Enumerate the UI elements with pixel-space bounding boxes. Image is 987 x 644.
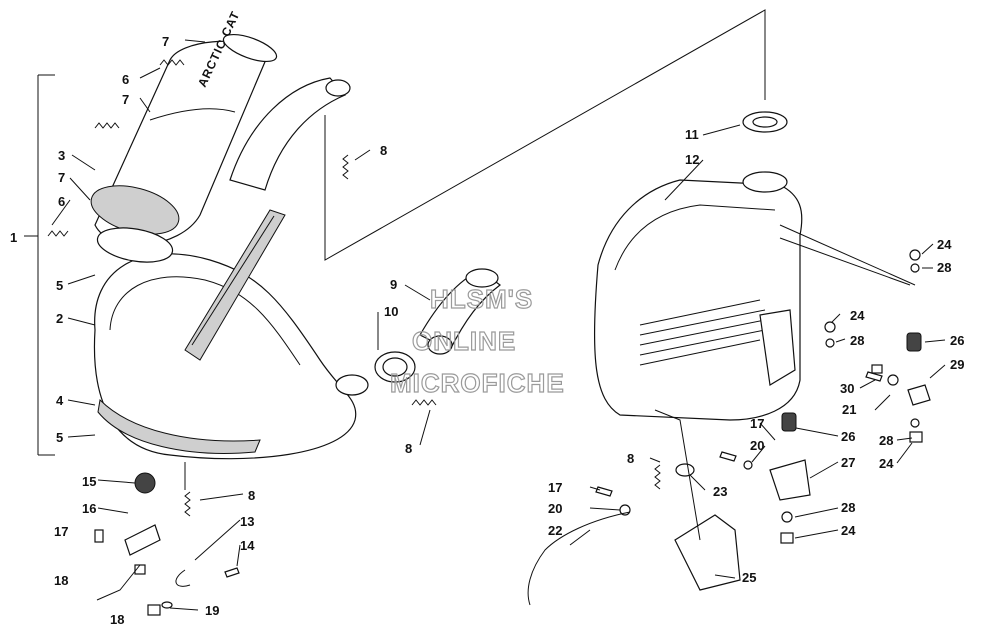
callout-27: 27 [841, 455, 855, 470]
pipe-outlet [335, 374, 369, 396]
callout-24-middle: 24 [850, 308, 865, 323]
callout-30: 30 [840, 381, 854, 396]
lower-left-hardware [94, 472, 240, 616]
callout-17-left: 17 [54, 524, 68, 539]
callout-24-top: 24 [937, 237, 952, 252]
callout-10: 10 [384, 304, 398, 319]
callout-21: 21 [842, 402, 856, 417]
callout-8-upper: 8 [380, 143, 387, 158]
callout-6-lower: 6 [58, 194, 65, 209]
callout-5-upper: 5 [56, 278, 63, 293]
callout-14: 14 [240, 538, 255, 553]
callout-12: 12 [685, 152, 699, 167]
callout-28-right: 28 [879, 433, 893, 448]
callout-8-lower: 8 [248, 488, 255, 503]
watermark-line-1: HLSM'S [430, 284, 533, 314]
callout-25: 25 [742, 570, 756, 585]
callout-22: 22 [548, 523, 562, 538]
callout-7-top: 7 [162, 34, 169, 49]
callout-4: 4 [56, 393, 64, 408]
callout-24-bottom: 24 [841, 523, 856, 538]
silencer-box [593, 171, 803, 421]
callout-18-upper: 18 [54, 573, 68, 588]
grommet-11 [742, 111, 788, 133]
callout-11: 11 [685, 127, 699, 142]
callout-3: 3 [58, 148, 65, 163]
silencer-louvers [639, 299, 766, 366]
callout-20-right: 20 [750, 438, 764, 453]
callout-6-upper: 6 [122, 72, 129, 87]
callout-17-bottom: 17 [548, 480, 562, 495]
callout-28-bottom: 28 [841, 500, 855, 515]
y-flange [419, 268, 501, 355]
right-hardware [527, 249, 931, 606]
gasket-ring [374, 351, 416, 383]
watermark-line-2: ONLINE [412, 326, 516, 356]
callout-5-lower: 5 [56, 430, 63, 445]
watermark: HLSM'S ONLINE MICROFICHE [389, 283, 565, 398]
callout-13: 13 [240, 514, 254, 529]
callout-18-lower: 18 [110, 612, 124, 627]
callout-8-middle: 8 [405, 441, 412, 456]
callout-9: 9 [390, 277, 397, 292]
callout-26-upper: 26 [950, 333, 964, 348]
callout-17-right: 17 [750, 416, 764, 431]
header-pipe [229, 77, 351, 191]
callout-7-lower: 7 [58, 170, 65, 185]
callout-20-bottom: 20 [548, 501, 562, 516]
callout-16: 16 [82, 501, 96, 516]
watermark-line-3: MICROFICHE [390, 368, 565, 398]
springs-left [47, 59, 661, 517]
callout-23: 23 [713, 484, 727, 499]
muffler: ARCTIC CAT [90, 9, 278, 263]
callout-24-right: 24 [879, 456, 894, 471]
callout-8-right: 8 [627, 451, 634, 466]
callout-26-lower: 26 [841, 429, 855, 444]
callout-19: 19 [205, 603, 219, 618]
callout-2: 2 [56, 311, 63, 326]
callout-15: 15 [82, 474, 96, 489]
callout-7-middle: 7 [122, 92, 129, 107]
callout-29: 29 [950, 357, 964, 372]
callout-1: 1 [10, 230, 17, 245]
callout-28-top: 28 [937, 260, 951, 275]
leader-lines [24, 9, 946, 611]
expansion-chamber [93, 209, 357, 460]
callouts: 1 2 3 4 5 5 6 6 7 7 7 8 8 8 8 9 10 11 12… [10, 34, 964, 627]
callout-28-middle: 28 [850, 333, 864, 348]
